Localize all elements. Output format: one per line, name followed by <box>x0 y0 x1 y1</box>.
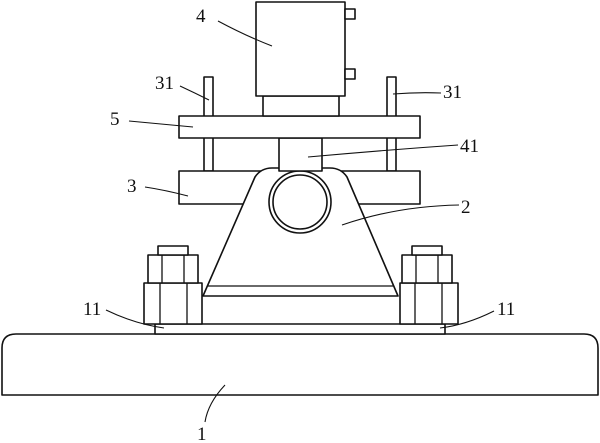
label-guide-post-right: 31 <box>443 82 462 103</box>
leader-1 <box>204 384 226 423</box>
pin <box>268 170 332 234</box>
leader-5 <box>128 120 194 128</box>
left-bolt-assembly <box>143 245 203 325</box>
base-plate <box>1 333 599 396</box>
leader-2 <box>341 204 460 226</box>
leader-4 <box>217 20 273 47</box>
label-top-plate: 5 <box>110 109 120 130</box>
label-bolt-left: 11 <box>83 299 101 320</box>
label-support: 2 <box>461 197 471 218</box>
label-base: 1 <box>197 424 207 443</box>
base-strip <box>154 323 446 335</box>
leader-11-left <box>105 309 165 329</box>
piston-rod <box>278 137 323 172</box>
cylinder-port-top <box>344 8 356 20</box>
right-bolt-assembly <box>399 245 459 325</box>
label-block: 3 <box>127 176 137 197</box>
leader-11-right <box>439 310 495 329</box>
cylinder-port-bottom <box>344 68 356 80</box>
cylinder <box>255 1 346 97</box>
label-piston-rod: 41 <box>460 136 479 157</box>
label-cylinder: 4 <box>196 6 206 27</box>
leader-31-left <box>179 85 210 101</box>
label-guide-post-left: 31 <box>155 73 174 94</box>
label-bolt-right: 11 <box>497 299 515 320</box>
leader-3 <box>144 186 189 197</box>
leader-41 <box>307 144 459 158</box>
top-plate <box>178 115 421 139</box>
cylinder-neck <box>262 95 340 117</box>
leader-31-right <box>392 92 442 95</box>
